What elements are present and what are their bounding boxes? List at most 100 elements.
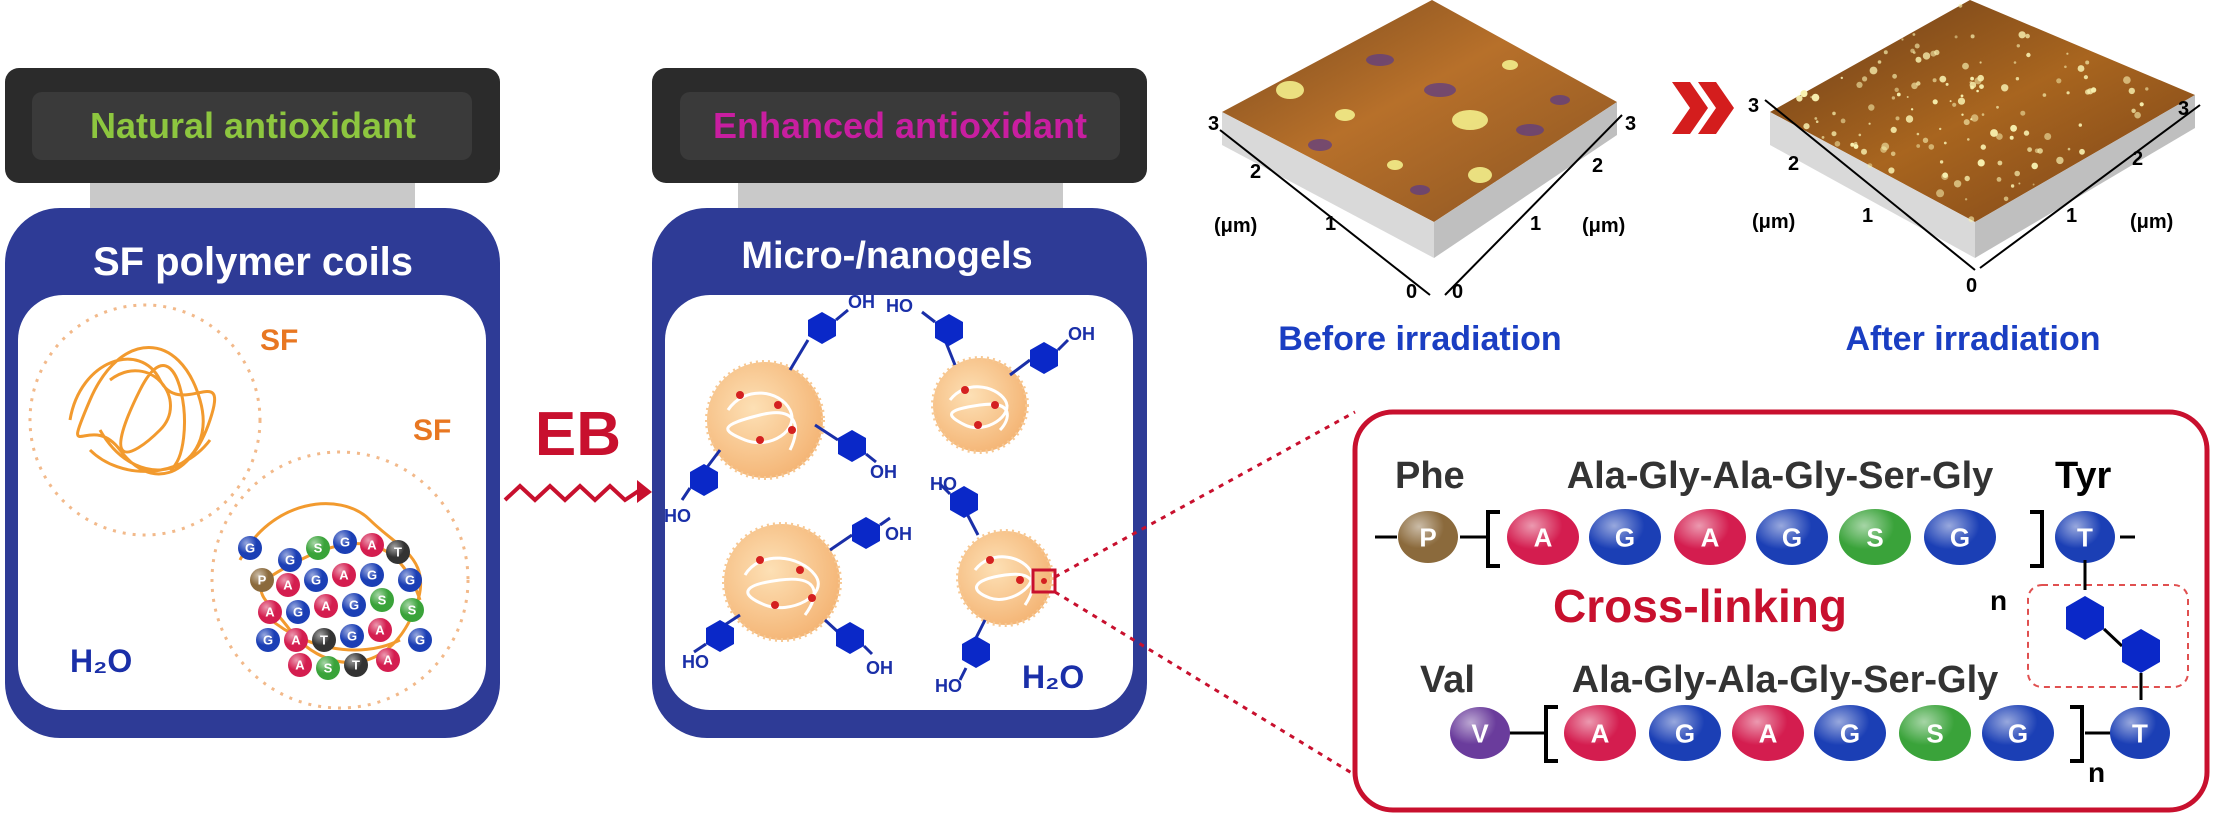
- svg-text:G: G: [245, 541, 255, 556]
- afm-before-surface: [1222, 0, 1617, 222]
- svg-text:A: A: [321, 599, 331, 614]
- svg-text:A: A: [283, 578, 293, 593]
- svg-text:S: S: [408, 603, 417, 618]
- afm-before-unit-right: (μm): [1582, 215, 1625, 237]
- phenol-4: HO: [886, 296, 963, 366]
- sf-residue-bead: G: [278, 548, 302, 572]
- nanogel-4: [956, 529, 1057, 627]
- afm-before-unit-left: (μm): [1214, 215, 1257, 237]
- sf-residue-bead: G: [256, 628, 280, 652]
- svg-text:S: S: [1866, 522, 1883, 552]
- left-panel-label: Natural antioxidant: [90, 105, 416, 146]
- svg-text:T: T: [2132, 718, 2148, 748]
- top-chain-bead: T: [2055, 511, 2115, 563]
- sf-residue-bead: G: [408, 628, 432, 652]
- afm-after-right-tick-3: 3: [2178, 98, 2189, 120]
- afm-before-left-tick-1: 1: [1325, 213, 1336, 235]
- sf-coil-halo-2: [210, 450, 470, 710]
- sf-residue-bead: G: [238, 536, 262, 560]
- sf-residue-bead: P: [250, 568, 274, 592]
- afm-before-right-tick-2: 2: [1592, 155, 1603, 177]
- top-chain-bead: P: [1398, 511, 1458, 563]
- afm-transition-arrow: [1672, 82, 1734, 134]
- phenol-5: OH: [1009, 324, 1095, 377]
- sf-residue-bead: G: [286, 600, 310, 624]
- svg-text:T: T: [2077, 522, 2093, 552]
- sf-residue-bead: A: [332, 563, 356, 587]
- afm-before-caption: Before irradiation: [1278, 320, 1561, 358]
- middle-panel-label: Enhanced antioxidant: [713, 105, 1087, 146]
- svg-text:A: A: [1591, 718, 1610, 748]
- nanogel-2: [931, 356, 1029, 454]
- phenol-ho-label: HO: [664, 506, 691, 526]
- sf-residue-bead: A: [276, 573, 300, 597]
- svg-text:G: G: [1782, 522, 1802, 552]
- sf-residue-bead: A: [288, 653, 312, 677]
- top-chain-bead: A: [1674, 509, 1746, 565]
- afm-after-right-tick-1: 1: [2066, 205, 2077, 227]
- svg-text:A: A: [295, 658, 305, 673]
- svg-text:V: V: [1471, 718, 1489, 748]
- top-chain-bead: G: [1756, 509, 1828, 565]
- n-top: n: [1990, 585, 2007, 616]
- zoom-line-top: [1054, 410, 1356, 579]
- afm-after-left-tick-1: 1: [1862, 205, 1873, 227]
- sf-residue-bead: G: [398, 568, 422, 592]
- bottom-chain-bead: G: [1649, 705, 1721, 761]
- middle-water-label: H₂O: [1022, 659, 1084, 695]
- afm-before-left-tick-2: 2: [1250, 161, 1261, 183]
- svg-text:A: A: [383, 653, 393, 668]
- svg-text:A: A: [291, 633, 301, 648]
- svg-text:G: G: [347, 629, 357, 644]
- zoom-box: [1031, 568, 1057, 594]
- svg-text:G: G: [415, 633, 425, 648]
- tyrosine-ring-bottom: [2122, 629, 2160, 673]
- sf-residue-bead: S: [316, 656, 340, 680]
- svg-text:A: A: [375, 623, 385, 638]
- bottom-chain-bead: A: [1732, 705, 1804, 761]
- top-chain-bead: A: [1507, 509, 1579, 565]
- svg-text:T: T: [352, 658, 360, 673]
- sf-residue-bead: T: [312, 628, 336, 652]
- sf-residue-bead: A: [284, 628, 308, 652]
- bottom-chain-bead: G: [1814, 705, 1886, 761]
- afm-after-unit-left: (μm): [1752, 211, 1795, 233]
- sf-coil-1: [68, 346, 217, 476]
- phenol-ho-label: HO: [935, 676, 962, 696]
- sf-residue-bead: G: [304, 568, 328, 592]
- svg-text:A: A: [265, 605, 275, 620]
- sf-residue-bead: G: [360, 563, 384, 587]
- bottom-chain-bead: S: [1899, 705, 1971, 761]
- sf-residue-bead: A: [314, 594, 338, 618]
- n-bottom: n: [2088, 757, 2105, 788]
- left-panel: Natural antioxidant SF polymer coils SF …: [5, 68, 500, 738]
- phenol-8: OH: [823, 618, 893, 678]
- eb-label: EB: [535, 400, 621, 469]
- afm-after-unit-right: (μm): [2130, 211, 2173, 233]
- sf-label-2: SF: [413, 414, 451, 447]
- afm-after-left-tick-3: 3: [1748, 95, 1759, 117]
- phenol-oh-label: OH: [870, 462, 897, 482]
- svg-text:G: G: [405, 573, 415, 588]
- svg-text:A: A: [1534, 522, 1553, 552]
- sf-label-1: SF: [260, 324, 298, 357]
- afm-before-left-tick-3: 3: [1208, 113, 1219, 135]
- afm-before-right-tick-1: 1: [1530, 213, 1541, 235]
- phenol-oh-label: OH: [1068, 324, 1095, 344]
- afm-before: 3 2 1 0 (μm) 3 2 1 0 (μm) Before irradia…: [1208, 0, 1636, 358]
- phenol-6: OH: [829, 516, 912, 552]
- afm-before-right-tick-0: 0: [1452, 281, 1463, 303]
- svg-text:P: P: [258, 573, 267, 588]
- afm-after: 3 2 1 (μm) 3 2 1 0 (μm) After irradiatio…: [1748, 0, 2201, 358]
- sf-residue-bead: G: [342, 593, 366, 617]
- nanogel-3: [722, 522, 842, 642]
- svg-text:G: G: [285, 553, 295, 568]
- svg-text:G: G: [311, 573, 321, 588]
- afm-after-right-tick-0: 0: [1966, 275, 1977, 297]
- bracket-bottom-open: [1544, 705, 1558, 763]
- svg-text:A: A: [339, 568, 349, 583]
